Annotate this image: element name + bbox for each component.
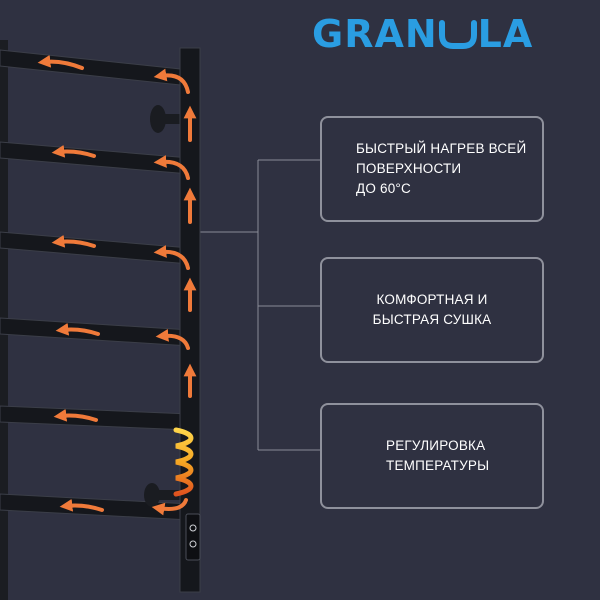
heating-coil-icon — [173, 427, 194, 497]
heat-arrow-icon — [53, 408, 98, 422]
control-box — [185, 513, 201, 561]
feature-card-temperature-control: РЕГУЛИРОВКА ТЕМПЕРАТУРЫ — [320, 403, 544, 509]
connector-lines — [200, 159, 320, 451]
heat-arrow-icon — [153, 155, 190, 180]
feature-text: БЫСТРЫЙ НАГРЕВ ВСЕЙ ПОВЕРХНОСТИ ДО 60°С — [356, 141, 527, 196]
wall-mounts — [144, 105, 184, 507]
heat-arrow-icon — [155, 329, 190, 350]
horizontal-rails — [0, 49, 191, 521]
heat-arrow-icon — [151, 498, 188, 516]
feature-text: РЕГУЛИРОВКА ТЕМПЕРАТУРЫ — [386, 438, 490, 473]
heat-arrows-curved — [151, 68, 190, 516]
brand-logo: GRAN LA — [312, 10, 572, 58]
heat-arrows-horizontal — [37, 54, 104, 512]
heat-arrow-icon — [51, 234, 96, 248]
feature-text: КОМФОРТНАЯ И БЫСТРАЯ СУШКА — [372, 292, 492, 327]
vertical-post — [179, 47, 201, 593]
feature-card-fast-drying: КОМФОРТНАЯ И БЫСТРАЯ СУШКА — [320, 257, 544, 363]
brand-name-right: LA — [477, 12, 534, 56]
heat-arrow-icon — [59, 498, 104, 512]
brand-name-left: GRAN — [312, 12, 438, 56]
heat-arrow-icon — [55, 322, 100, 336]
power-button-icon — [189, 524, 197, 532]
mode-button-icon — [189, 540, 197, 548]
heat-arrow-icon — [153, 68, 190, 94]
heat-arrow-icon — [37, 54, 84, 70]
heat-arrow-icon — [153, 245, 190, 270]
heat-arrow-icon — [51, 144, 96, 158]
feature-card-fast-heating: БЫСТРЫЙ НАГРЕВ ВСЕЙ ПОВЕРХНОСТИ ДО 60°С — [320, 116, 544, 222]
u-wave-logo-icon — [438, 20, 477, 49]
